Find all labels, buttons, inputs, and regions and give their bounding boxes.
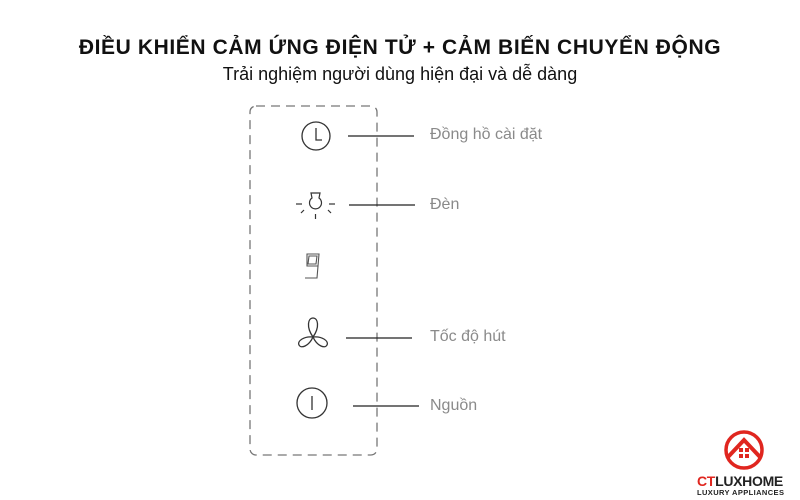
ctluxhome-logo-icon <box>724 430 764 470</box>
label-power: Nguồn <box>430 397 478 414</box>
page-title: ĐIỀU KHIỂN CẢM ỨNG ĐIỆN TỬ + CẢM BIẾN CH… <box>78 36 722 59</box>
light-bulb-icon[interactable] <box>296 192 335 219</box>
label-fan-speed: Tốc độ hút <box>430 328 506 345</box>
label-timer: Đồng hồ cài đặt <box>430 126 543 143</box>
logo-tagline: LUXURY APPLIANCES <box>697 488 785 497</box>
panel-outline <box>249 105 378 456</box>
logo-brand: CTLUXHOME <box>697 473 783 489</box>
label-light: Đèn <box>430 196 460 213</box>
power-icon[interactable] <box>296 387 328 419</box>
logo-brand-ct: CT <box>697 473 716 489</box>
fan-icon[interactable] <box>298 317 328 348</box>
clock-icon[interactable] <box>301 121 331 151</box>
page-subtitle: Trải nghiệm người dùng hiện đại và dễ dà… <box>222 64 578 84</box>
logo-brand-luxhome: LUXHOME <box>715 473 783 489</box>
digit-display-icon <box>305 253 320 279</box>
